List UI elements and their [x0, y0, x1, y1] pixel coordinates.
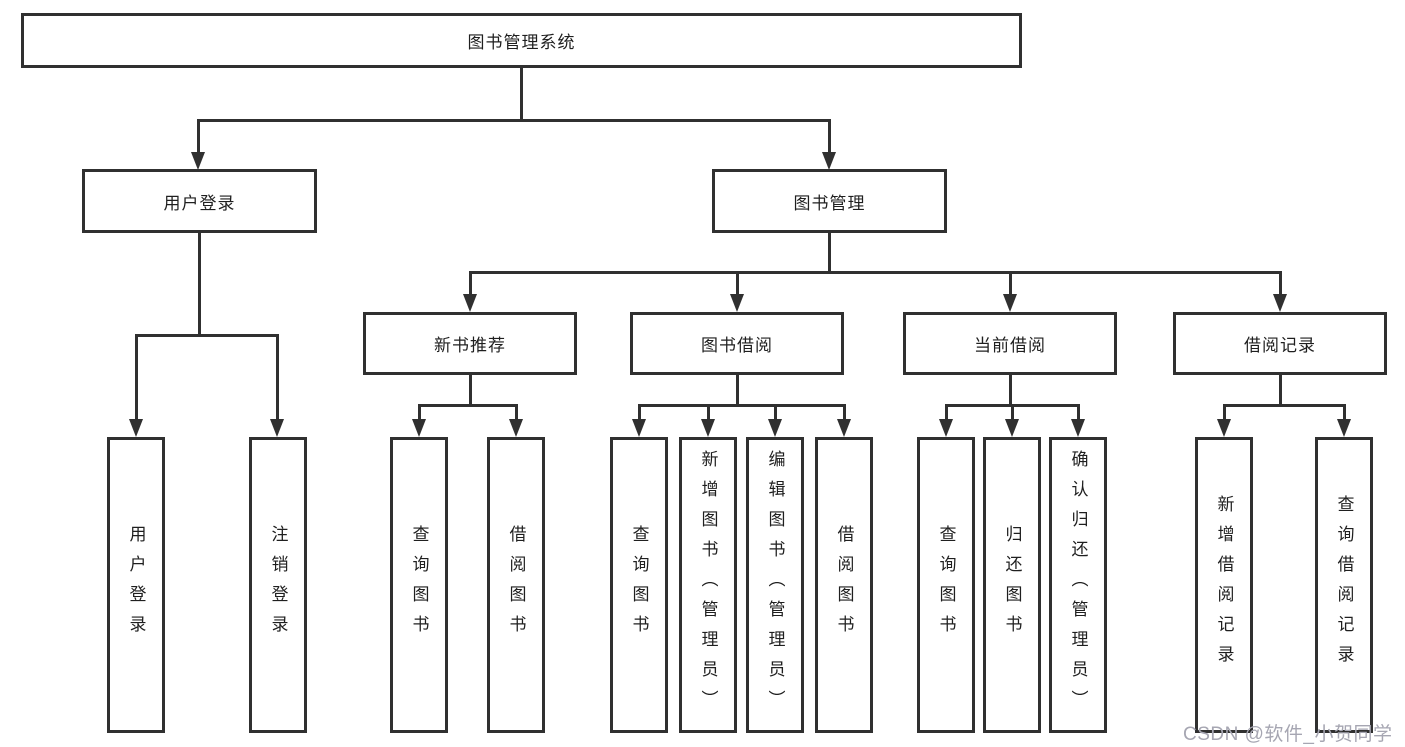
- connector-line: [1009, 271, 1012, 297]
- arrow-down-icon: [1217, 419, 1231, 437]
- arrow-down-icon: [1071, 419, 1085, 437]
- leaf-return-book-label: 归还图书: [1002, 525, 1022, 645]
- connector-line: [197, 119, 200, 155]
- leaf-query-borrow-record: 查询借阅记录: [1315, 437, 1373, 733]
- connector-line: [135, 334, 138, 420]
- leaf-confirm-return-admin-label: 确认归还（管理员）: [1068, 450, 1088, 720]
- node-book-management-label: 图书管理: [793, 193, 866, 213]
- leaf-return-book: 归还图书: [983, 437, 1041, 733]
- leaf-borrow-book-1: 借阅图书: [487, 437, 545, 733]
- leaf-borrow-book-2-label: 借阅图书: [834, 525, 854, 645]
- node-current-borrow-label: 当前借阅: [974, 336, 1046, 355]
- leaf-logout-label: 注销登录: [268, 525, 288, 645]
- arrow-down-icon: [1273, 294, 1287, 312]
- node-user-login: 用户登录: [82, 169, 317, 233]
- csdn-watermark: CSDN @软件_小贺同学: [1183, 724, 1393, 745]
- node-new-book-recommend-label: 新书推荐: [434, 336, 506, 355]
- leaf-user-login-label: 用户登录: [126, 525, 146, 645]
- node-root-label: 图书管理系统: [467, 33, 576, 52]
- leaf-query-book-1-label: 查询图书: [409, 525, 429, 645]
- connector-line: [1279, 375, 1282, 406]
- connector-line: [828, 233, 831, 274]
- leaf-add-book-admin: 新增图书（管理员）: [679, 437, 737, 733]
- connector-line: [469, 375, 472, 406]
- arrow-down-icon: [632, 419, 646, 437]
- arrow-down-icon: [939, 419, 953, 437]
- leaf-query-borrow-record-label: 查询借阅记录: [1334, 495, 1354, 675]
- arrow-down-icon: [270, 419, 284, 437]
- node-book-borrow-label: 图书借阅: [701, 336, 773, 355]
- arrow-down-icon: [822, 152, 836, 170]
- leaf-add-borrow-record: 新增借阅记录: [1195, 437, 1253, 733]
- connector-line: [1077, 404, 1080, 422]
- node-current-borrow: 当前借阅: [903, 312, 1117, 375]
- node-new-book-recommend: 新书推荐: [363, 312, 577, 375]
- connector-line: [197, 119, 831, 122]
- connector-line: [1223, 404, 1226, 422]
- connector-line: [828, 119, 831, 155]
- leaf-confirm-return-admin: 确认归还（管理员）: [1049, 437, 1107, 733]
- connector-line: [515, 404, 518, 422]
- connector-line: [774, 404, 777, 422]
- leaf-borrow-book-1-label: 借阅图书: [506, 525, 526, 645]
- connector-line: [469, 271, 472, 297]
- node-borrow-record-label: 借阅记录: [1244, 336, 1316, 355]
- arrow-down-icon: [1337, 419, 1351, 437]
- connector-line: [1343, 404, 1346, 422]
- arrow-down-icon: [1005, 419, 1019, 437]
- connector-line: [276, 334, 279, 420]
- connector-line: [418, 404, 421, 422]
- leaf-logout: 注销登录: [249, 437, 307, 733]
- arrow-down-icon: [1003, 294, 1017, 312]
- node-user-login-label: 用户登录: [163, 193, 236, 213]
- leaf-borrow-book-2: 借阅图书: [815, 437, 873, 733]
- leaf-query-book-2: 查询图书: [610, 437, 668, 733]
- arrow-down-icon: [129, 419, 143, 437]
- connector-line: [707, 404, 710, 422]
- node-book-management: 图书管理: [712, 169, 947, 233]
- arrow-down-icon: [768, 419, 782, 437]
- arrow-down-icon: [463, 294, 477, 312]
- leaf-edit-book-admin: 编辑图书（管理员）: [746, 437, 804, 733]
- connector-line: [945, 404, 948, 422]
- node-root: 图书管理系统: [21, 13, 1022, 68]
- leaf-query-book-2-label: 查询图书: [629, 525, 649, 645]
- leaf-query-book-3-label: 查询图书: [936, 525, 956, 645]
- leaf-edit-book-admin-label: 编辑图书（管理员）: [765, 450, 785, 720]
- leaf-query-book-1: 查询图书: [390, 437, 448, 733]
- leaf-query-book-3: 查询图书: [917, 437, 975, 733]
- connector-line: [736, 375, 739, 406]
- arrow-down-icon: [701, 419, 715, 437]
- connector-line: [469, 271, 1282, 274]
- connector-line: [638, 404, 641, 422]
- connector-line: [418, 404, 518, 407]
- node-book-borrow: 图书借阅: [630, 312, 844, 375]
- connector-line: [1009, 375, 1012, 406]
- connector-line: [1223, 404, 1346, 407]
- node-borrow-record: 借阅记录: [1173, 312, 1387, 375]
- connector-line: [843, 404, 846, 422]
- leaf-add-book-admin-label: 新增图书（管理员）: [698, 450, 718, 720]
- connector-line: [520, 68, 523, 121]
- arrow-down-icon: [412, 419, 426, 437]
- connector-line: [1011, 404, 1014, 422]
- connector-line: [135, 334, 278, 337]
- arrow-down-icon: [730, 294, 744, 312]
- arrow-down-icon: [509, 419, 523, 437]
- arrow-down-icon: [191, 152, 205, 170]
- connector-line: [638, 404, 845, 407]
- connector-line: [736, 271, 739, 297]
- arrow-down-icon: [837, 419, 851, 437]
- connector-line: [198, 233, 201, 337]
- connector-line: [1279, 271, 1282, 297]
- leaf-user-login: 用户登录: [107, 437, 165, 733]
- leaf-add-borrow-record-label: 新增借阅记录: [1214, 495, 1234, 675]
